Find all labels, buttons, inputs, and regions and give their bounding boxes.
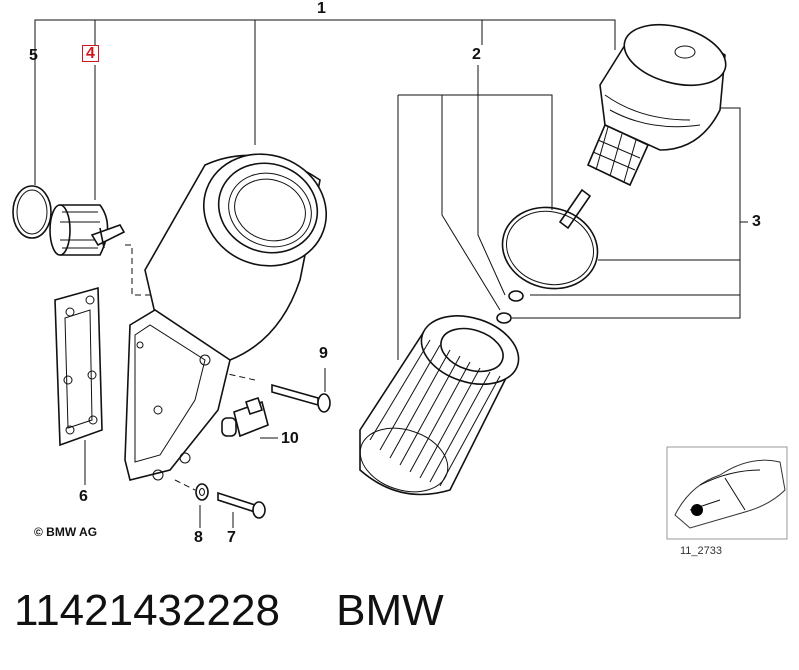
footer-caption: 11421432228 BMW <box>14 586 444 636</box>
callout-6: 6 <box>79 488 88 505</box>
callout-4: 4 <box>82 45 99 62</box>
parts-diagram <box>12 19 788 540</box>
callout-7: 7 <box>227 529 236 546</box>
copyright-notice: © BMW AG <box>34 525 98 539</box>
callout-1: 1 <box>317 0 326 17</box>
washer-part-8 <box>195 483 209 501</box>
callout-2: 2 <box>472 46 481 63</box>
location-marker <box>691 504 703 516</box>
o-rings-part-3 <box>496 206 599 324</box>
oil-filter-housing-part-1 <box>124 153 328 481</box>
oil-pressure-switch-part-10 <box>221 396 269 438</box>
callout-10: 10 <box>281 430 299 447</box>
bolt-part-7 <box>217 491 266 519</box>
thermostat-valve-part-4 <box>49 204 126 256</box>
filter-element-part-2 <box>359 315 520 496</box>
o-ring-part-5 <box>12 185 52 239</box>
callout-8: 8 <box>194 529 203 546</box>
part-number: 11421432228 <box>14 586 280 635</box>
gasket-part-6 <box>54 286 103 447</box>
brand-name: BMW <box>336 586 444 635</box>
callout-9: 9 <box>319 345 328 362</box>
callout-3: 3 <box>752 213 761 230</box>
callout-5: 5 <box>29 47 38 64</box>
inset-reference-code: 11_2733 <box>680 545 723 557</box>
filter-cover-part-3 <box>558 23 727 230</box>
vehicle-location-inset <box>666 446 788 540</box>
bolt-part-9 <box>271 383 331 413</box>
